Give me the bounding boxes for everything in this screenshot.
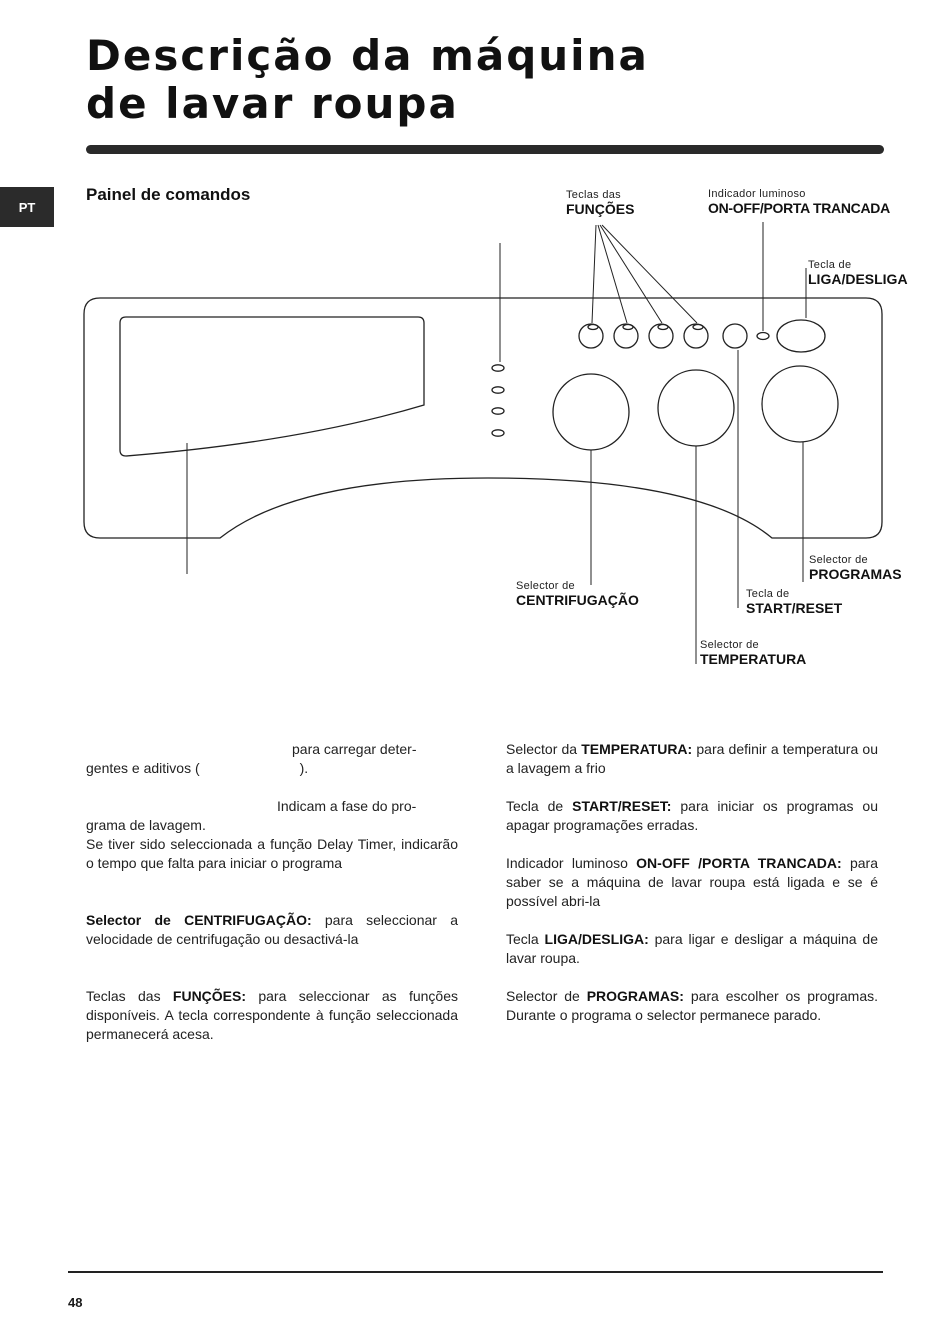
function-button-4 xyxy=(683,323,709,349)
left-p4: Teclas das FUNÇÕES: para seleccionar as … xyxy=(86,988,458,1042)
function-led-3 xyxy=(657,323,669,331)
footer-rule xyxy=(68,1271,883,1273)
start-reset-button xyxy=(722,323,748,349)
left-p2: Indicam a fase do pro- grama de lavagem.… xyxy=(86,798,458,871)
phase-light-2 xyxy=(491,386,505,394)
section-title: Painel de comandos xyxy=(86,185,251,204)
label-liga-desliga: Tecla de LIGA/DESLIGA xyxy=(808,259,908,287)
temperature-selector-knob xyxy=(657,369,735,447)
label-start-reset: Tecla de START/RESET xyxy=(746,588,843,616)
title-rule xyxy=(86,145,884,154)
label-centrifugacao: Selector de CENTRIFUGAÇÃO xyxy=(516,580,639,608)
function-led-4 xyxy=(692,323,704,331)
function-button-3 xyxy=(648,323,674,349)
page-title: Descrição da máquina de lavar roupa xyxy=(86,32,649,128)
label-funcoes: Teclas das FUNÇÕES xyxy=(566,189,635,217)
left-p3: Selector de CENTRIFUGAÇÃO: para seleccio… xyxy=(86,912,458,947)
right-p1: Selector da TEMPERATURA: para definir a … xyxy=(506,741,878,776)
phase-light-1 xyxy=(491,364,505,372)
display-window xyxy=(119,316,425,457)
right-p2: Tecla de START/RESET: para iniciar os pr… xyxy=(506,798,878,833)
function-button-2 xyxy=(613,323,639,349)
label-indicador: Indicador luminoso ON-OFF/PORTA TRANCADA xyxy=(708,188,890,216)
spin-selector-knob xyxy=(552,373,630,451)
panel-outline xyxy=(83,297,883,539)
label-programas: Selector de PROGRAMAS xyxy=(809,554,902,582)
phase-light-4 xyxy=(491,429,505,437)
page-title-line2: de lavar roupa xyxy=(86,79,459,128)
function-led-2 xyxy=(622,323,634,331)
function-led-1 xyxy=(587,323,599,331)
right-column: Selector da TEMPERATURA: para definir a … xyxy=(506,740,878,1044)
control-panel-diagram xyxy=(83,222,883,664)
power-button xyxy=(776,319,826,353)
right-p3: Indicador luminoso ON-OFF /PORTA TRANCAD… xyxy=(506,855,878,909)
page-number: 48 xyxy=(68,1295,83,1310)
on-off-led xyxy=(756,331,770,341)
phase-light-3 xyxy=(491,407,505,415)
left-column: para carregar deter- gentes e aditivos (… xyxy=(86,740,458,1063)
right-p4: Tecla LIGA/DESLIGA: para ligar e desliga… xyxy=(506,931,879,966)
page-title-line1: Descrição da máquina xyxy=(86,31,649,80)
label-temperatura: Selector de TEMPERATURA xyxy=(700,639,807,667)
left-p1: para carregar deter- gentes e aditivos (… xyxy=(86,741,417,776)
program-selector-knob xyxy=(761,365,839,443)
function-button-1 xyxy=(578,323,604,349)
language-tab: PT xyxy=(0,187,54,227)
right-p5: Selector de PROGRAMAS: para escolher os … xyxy=(506,988,878,1023)
